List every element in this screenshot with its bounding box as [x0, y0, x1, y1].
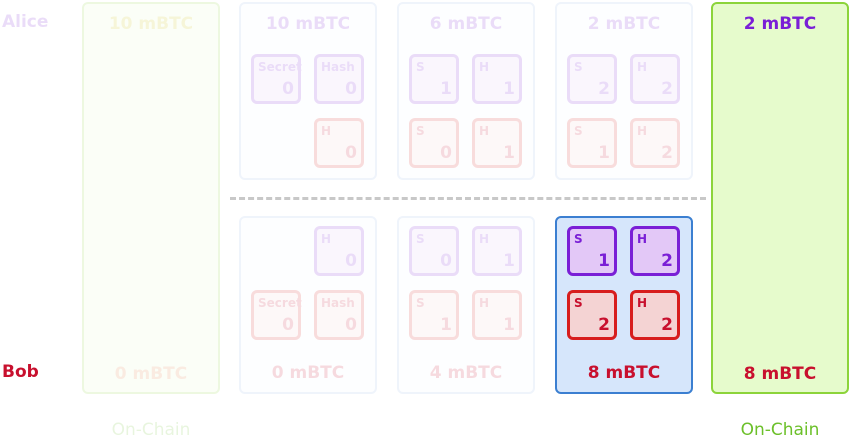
onchain-end-bob-amount: 8 mBTC	[743, 364, 817, 384]
bob-hash-cell: Hash 0	[314, 290, 364, 340]
cell-value: 0	[440, 251, 452, 271]
cell-label: Hash	[321, 296, 355, 310]
cell-label: H	[479, 124, 490, 138]
cell-label: H	[479, 296, 490, 310]
cell-label: S	[416, 296, 425, 310]
cell-value: 2	[661, 143, 673, 163]
cell-value: 1	[440, 79, 452, 99]
cell-value: 0	[440, 143, 452, 163]
cell-value: 1	[503, 143, 515, 163]
cell-label: H	[637, 60, 648, 74]
cell-value: 0	[345, 251, 357, 271]
cell-value: 1	[598, 143, 610, 163]
channel-amount: 8 mBTC	[587, 363, 661, 383]
cell-label: S	[574, 232, 583, 246]
cell-label: S	[416, 232, 425, 246]
cell-value: 1	[503, 251, 515, 271]
onchain-end-column: 2 mBTC 8 mBTC	[711, 2, 849, 394]
channel-amount: 4 mBTC	[429, 363, 503, 383]
cell-value: 2	[661, 315, 673, 335]
cell-label: S	[574, 124, 583, 138]
cell-label: Hash	[321, 60, 355, 74]
cell-value: 2	[661, 79, 673, 99]
cell-value: 2	[598, 79, 610, 99]
cell-label: S	[574, 296, 583, 310]
cell-value: 0	[345, 143, 357, 163]
dashed-divider	[230, 197, 706, 200]
cell-value: 1	[503, 315, 515, 335]
onchain-end-alice-amount: 2 mBTC	[743, 14, 817, 34]
cell-value: 0	[345, 315, 357, 335]
cell-label: H	[321, 232, 332, 246]
cell-value: 0	[282, 79, 294, 99]
cell-value: 2	[598, 315, 610, 335]
cell-value: 2	[661, 251, 673, 271]
onchain-start-column: 10 mBTC 0 mBTC	[82, 2, 220, 394]
onchain-end-label: On-Chain	[740, 420, 820, 440]
cell-label: S	[416, 60, 425, 74]
cell-value: 1	[598, 251, 610, 271]
onchain-start-bob-amount: 0 mBTC	[114, 364, 188, 384]
channel-amount: 6 mBTC	[429, 14, 503, 34]
bob-label: Bob	[2, 362, 39, 382]
cell-label: S	[416, 124, 425, 138]
cell-label: Secret	[258, 296, 302, 310]
alice-hash-cell: Hash 0	[314, 54, 364, 104]
cell-label: H	[479, 60, 490, 74]
cell-value: 0	[282, 315, 294, 335]
channel-amount: 2 mBTC	[587, 14, 661, 34]
cell-value: 1	[503, 79, 515, 99]
channel-amount: 10 mBTC	[265, 14, 351, 34]
cell-label: H	[637, 296, 648, 310]
cell-label: H	[637, 124, 648, 138]
alice-label: Alice	[2, 12, 49, 32]
cell-label: H	[321, 124, 332, 138]
cell-value: 0	[345, 79, 357, 99]
cell-label: S	[574, 60, 583, 74]
onchain-start-alice-amount: 10 mBTC	[108, 14, 194, 34]
cell-label: Secret	[258, 60, 302, 74]
bob-secret-cell: Secret 0	[251, 290, 302, 340]
cell-label: H	[637, 232, 648, 246]
cell-value: 1	[440, 315, 452, 335]
onchain-start-label: On-Chain	[111, 420, 191, 440]
cell-label: H	[479, 232, 490, 246]
alice-secret-cell: Secret 0	[251, 54, 302, 104]
channel-amount: 0 mBTC	[271, 363, 345, 383]
